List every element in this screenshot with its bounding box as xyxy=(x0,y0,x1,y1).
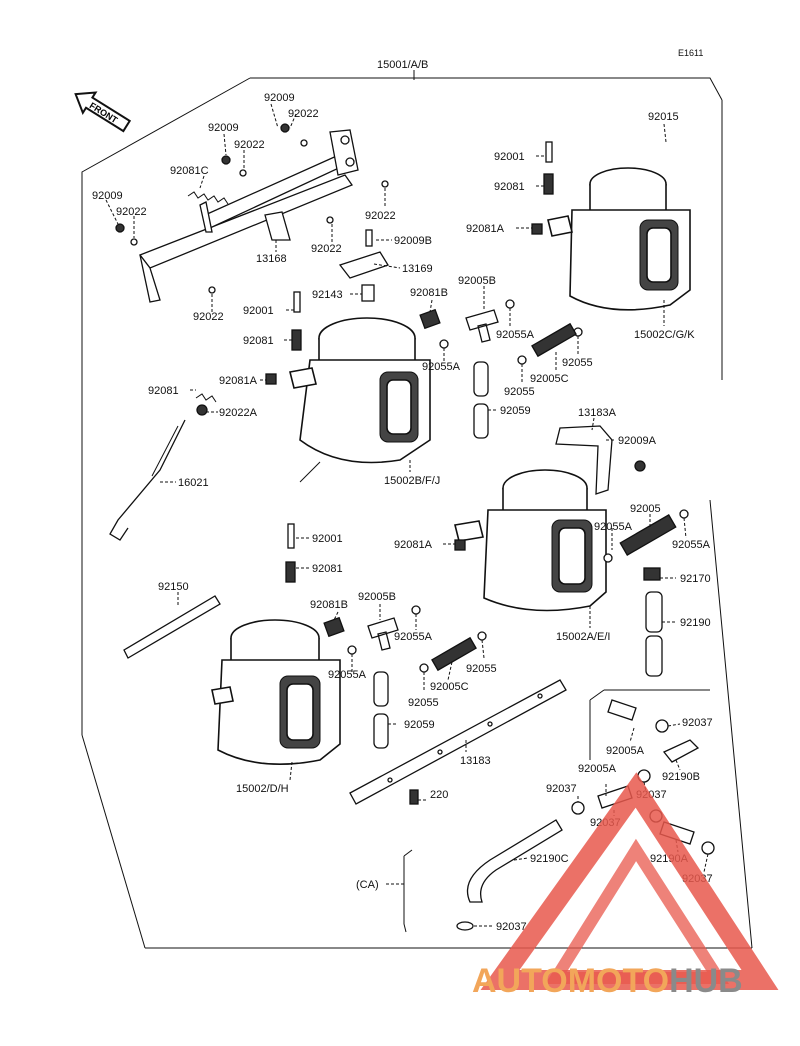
reference-code: E1611 xyxy=(678,48,703,58)
part-label: 92081B xyxy=(310,599,348,611)
part-label: 92190C xyxy=(530,853,569,865)
part-label: 92055A xyxy=(672,539,711,551)
part-label: 92022 xyxy=(311,243,342,255)
carburetor-15002cgk xyxy=(547,167,691,311)
warning-triangle-icon xyxy=(480,772,779,990)
part-label: 92001 xyxy=(243,305,274,317)
part-label: 92005C xyxy=(430,681,469,693)
part-label: 92055A xyxy=(594,521,633,533)
part-label: 92190B xyxy=(662,771,700,783)
part-label: 92190 xyxy=(680,617,711,629)
assembly-label: 15001/A/B xyxy=(377,59,428,71)
part-label: 16021 xyxy=(178,477,209,489)
part-label: 92009A xyxy=(618,435,657,447)
part-label: 13183A xyxy=(578,407,617,419)
part-label: 92055A xyxy=(328,669,367,681)
part-label: 92001 xyxy=(494,151,525,163)
part-label: 92005A xyxy=(606,745,645,757)
part-label: 92055 xyxy=(466,663,497,675)
part-label: 92059 xyxy=(404,719,435,731)
svg-text:AUTOMOTOHUB: AUTOMOTOHUB xyxy=(472,962,743,1000)
part-label: 92005B xyxy=(358,591,396,603)
part-label: 15002C/G/K xyxy=(634,329,695,341)
part-label: 220 xyxy=(430,789,448,801)
part-label: 92081A xyxy=(219,375,258,387)
part-label: 92037 xyxy=(546,783,577,795)
automotohub-watermark: AUTOMOTOHUB xyxy=(472,772,779,1000)
part-label: 92005 xyxy=(630,503,661,515)
part-label: 92009 xyxy=(264,92,295,104)
part-label: 92081B xyxy=(410,287,448,299)
watermark-text-orange: AUTOMOTO xyxy=(472,962,669,1000)
part-label: 92022 xyxy=(116,206,147,218)
part-label: 13169 xyxy=(402,263,433,275)
part-label: 15002B/F/J xyxy=(384,475,440,487)
part-label: 92059 xyxy=(500,405,531,417)
carburetor-15002aei xyxy=(454,469,607,612)
part-label: 15002A/E/I xyxy=(556,631,610,643)
assembly-frame xyxy=(81,70,753,949)
carburetor-15002bfj xyxy=(289,317,431,483)
small-parts xyxy=(109,141,715,931)
part-label: 92009 xyxy=(92,190,123,202)
part-label: 92022 xyxy=(365,210,396,222)
ca-subassembly-bracket xyxy=(386,689,710,933)
part-label: 92055A xyxy=(394,631,433,643)
part-label: 92081A xyxy=(466,223,505,235)
part-label: 92081A xyxy=(394,539,433,551)
part-label: 92055A xyxy=(422,361,461,373)
part-label: 92005A xyxy=(578,763,617,775)
leader-lines xyxy=(105,103,709,927)
part-label: 92081 xyxy=(494,181,525,193)
part-label: 15002/D/H xyxy=(236,783,289,795)
part-label: 92022 xyxy=(193,311,224,323)
part-label: 13168 xyxy=(256,253,287,265)
part-label: 92037 xyxy=(496,921,527,933)
part-label: 13183 xyxy=(460,755,491,767)
choke-linkage-bracket xyxy=(115,123,389,303)
part-label: 92005C xyxy=(530,373,569,385)
part-label: 92022A xyxy=(219,407,258,419)
part-label: 92009B xyxy=(394,235,432,247)
part-label: 92005B xyxy=(458,275,496,287)
part-label: 92170 xyxy=(680,573,711,585)
part-label: 92037 xyxy=(682,717,713,729)
front-arrow-icon: FRONT xyxy=(74,91,132,133)
carburetor-15002dh xyxy=(211,619,341,766)
part-label: 92055 xyxy=(562,357,593,369)
part-label: 92081 xyxy=(243,335,274,347)
part-label: 92001 xyxy=(312,533,343,545)
part-label: 92081 xyxy=(148,385,179,397)
part-label: 92009 xyxy=(208,122,239,134)
watermark-text-gray: HUB xyxy=(669,962,743,1000)
part-label: 92022 xyxy=(234,139,265,151)
part-label: 92055 xyxy=(504,386,535,398)
part-label: 92150 xyxy=(158,581,189,593)
part-label: 92055 xyxy=(408,697,439,709)
ca-label: (CA) xyxy=(356,879,379,891)
part-label: 92015 xyxy=(648,111,679,123)
part-label: 92022 xyxy=(288,108,319,120)
part-label: 92081 xyxy=(312,563,343,575)
part-label: 92055A xyxy=(496,329,535,341)
part-label: 92081C xyxy=(170,165,209,177)
part-label: 92143 xyxy=(312,289,343,301)
